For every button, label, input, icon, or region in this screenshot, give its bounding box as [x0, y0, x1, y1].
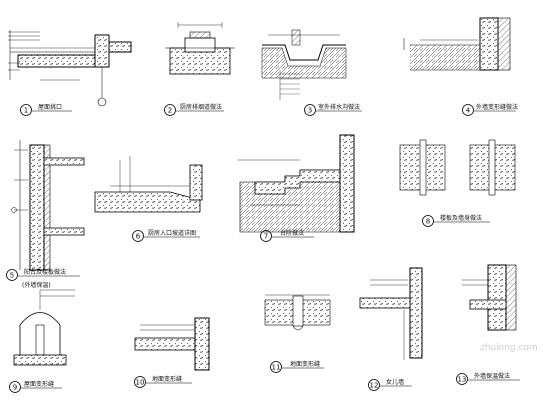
detail-3: 3 室外排水沟做法 — [261, 29, 362, 116]
detail-7-title: 台阶做法 — [280, 229, 304, 237]
detail-6-title: 厨房入口坡道详图 — [148, 229, 196, 237]
detail-3-number: 3 — [308, 107, 312, 115]
detail-10-title: 地面变形缝 — [152, 375, 182, 383]
detail-11: 11 地面变形缝 — [264, 294, 331, 373]
detail-1-title: 屋面挑口 — [38, 103, 62, 111]
detail-7-number: 7 — [264, 233, 268, 241]
detail-13: 13 外墙保温做法 — [456, 264, 520, 385]
detail-4-title: 外墙变形缝做法 — [476, 103, 518, 111]
detail-4-number: 4 — [466, 107, 471, 115]
detail-12-title: 女儿墙 — [386, 378, 404, 386]
detail-9-title: 屋面变形缝 — [24, 380, 54, 388]
detail-6: 6 厨房入口坡道详图 — [94, 156, 203, 242]
detail-10-number: 10 — [136, 379, 145, 387]
detail-9: 9 屋面变形缝 — [9, 289, 75, 393]
detail-13-title: 外墙保温做法 — [474, 372, 510, 380]
detail-5-title: 阳台及楼板做法 — [24, 268, 66, 276]
detail-10: 10 地面变形缝 — [134, 317, 210, 388]
detail-5: 5 阳台及楼板做法 (外墙保温) — [6, 140, 85, 289]
detail-2-number-circle — [164, 104, 176, 116]
detail-9-number-circle — [9, 381, 21, 393]
detail-10-number-circle — [134, 376, 146, 388]
detail-5-number-circle — [6, 269, 18, 281]
detail-1-number: 1 — [24, 107, 28, 115]
detail-13-number: 13 — [458, 376, 467, 384]
detail-1: 1 屋面挑口 — [8, 30, 132, 116]
detail-6-number: 6 — [136, 233, 141, 241]
detail-7: 7 台阶做法 — [238, 134, 355, 242]
detail-11-number-circle — [270, 361, 282, 373]
detail-8-number-circle — [422, 215, 434, 227]
detail-2: 2 厨房排烟道做法 — [164, 22, 235, 116]
detail-11-number: 11 — [272, 364, 281, 372]
detail-6-number-circle — [132, 230, 144, 242]
detail-2-title: 厨房排烟道做法 — [180, 103, 222, 111]
detail-13-number-circle — [456, 373, 468, 385]
detail-3-title: 室外排水沟做法 — [318, 103, 360, 111]
detail-12-number: 12 — [370, 382, 379, 390]
detail-5-subtitle: (外墙保温) — [22, 281, 51, 289]
detail-1-number-circle — [20, 104, 32, 116]
detail-2-number: 2 — [168, 107, 172, 115]
watermark-text: zhulong.com — [480, 343, 538, 353]
detail-12: 12 女儿墙 — [359, 267, 423, 391]
detail-12-number-circle — [368, 379, 380, 391]
detail-11-title: 地面变形缝 — [290, 360, 320, 368]
detail-9-number: 9 — [13, 384, 17, 392]
detail-8-number: 8 — [426, 218, 430, 226]
detail-3-number-circle — [304, 104, 316, 116]
detail-4: 4 外墙变形缝做法 — [403, 17, 518, 116]
detail-7-number-circle — [260, 230, 272, 242]
detail-4-number-circle — [462, 104, 474, 116]
detail-8-title: 楼板及墙身做法 — [440, 214, 482, 222]
detail-8: 8 楼板及墙身做法 — [399, 139, 516, 227]
detail-5-number: 5 — [10, 272, 14, 280]
